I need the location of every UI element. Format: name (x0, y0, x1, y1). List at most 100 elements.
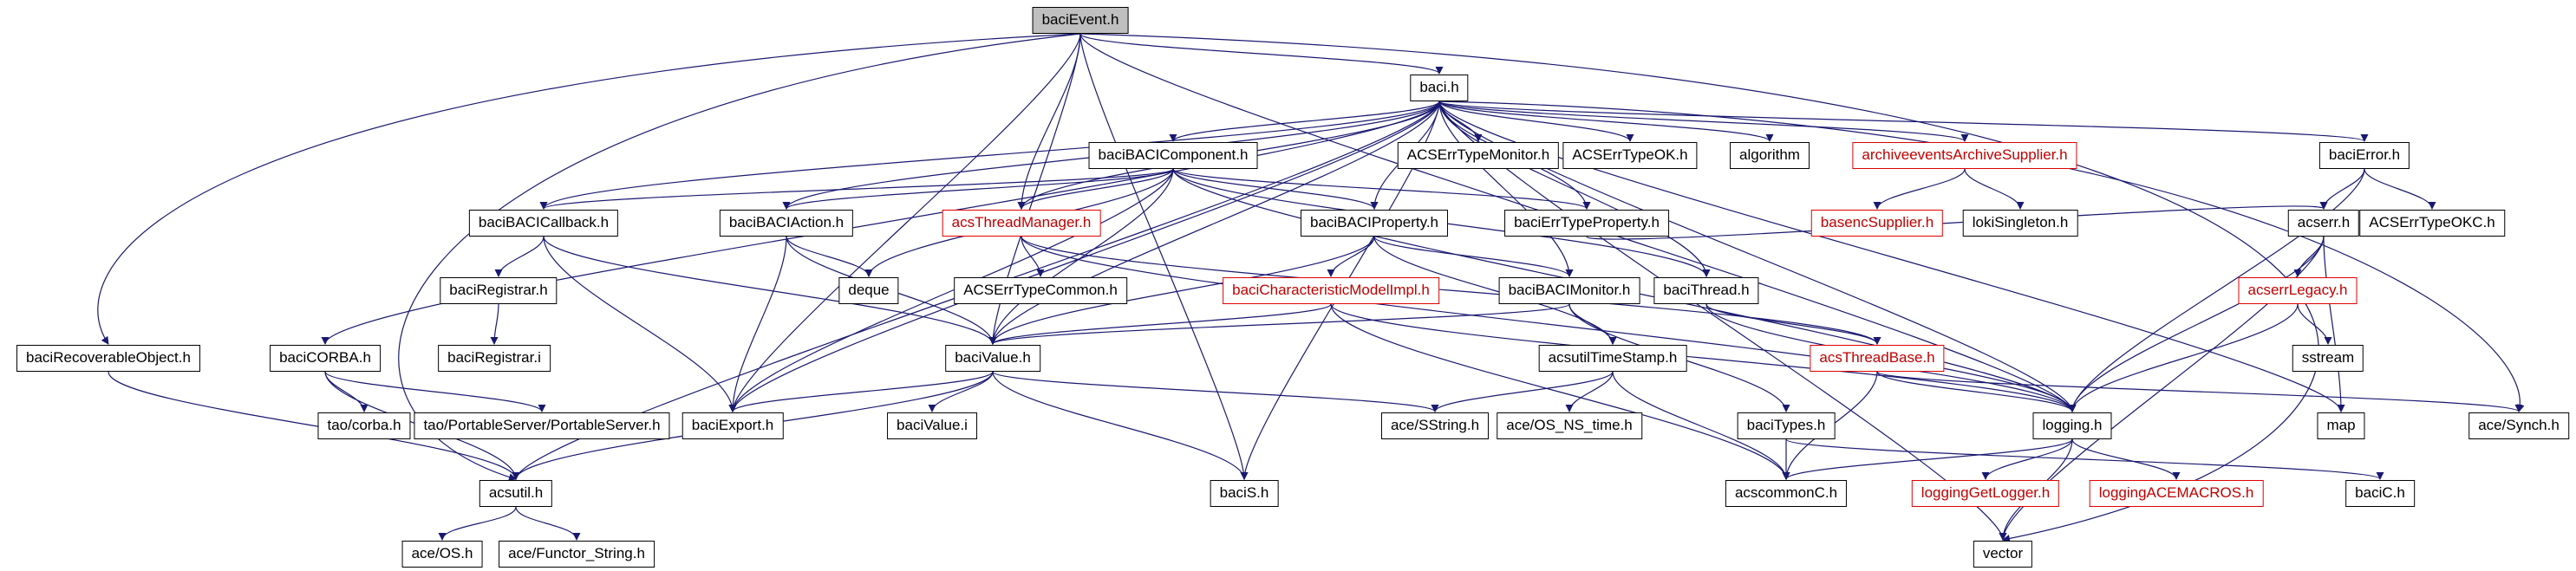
graph-node-baciregistrar-h[interactable]: baciRegistrar.h (440, 277, 558, 304)
graph-node-acserrlegacy-h[interactable]: acserrLegacy.h (2238, 277, 2358, 304)
graph-node-bacivalue-i[interactable]: baciValue.i (887, 412, 977, 439)
graph-node-baciexport-h[interactable]: baciExport.h (681, 412, 784, 439)
graph-node-ace-synch-h[interactable]: ace/Synch.h (2468, 412, 2569, 439)
graph-node-label-bacirecoverableobject-h: baciRecoverableObject.h (26, 349, 191, 366)
graph-node-tao-portableserver-portableserver-h[interactable]: tao/PortableServer/PortableServer.h (414, 412, 670, 439)
graph-node-label-loggingacemacros-h: loggingACEMACROS.h (2098, 484, 2254, 501)
edge-baci-h-to-baciBACICallback-h (539, 101, 1440, 210)
graph-node-ace-os-h[interactable]: ace/OS.h (401, 541, 483, 568)
graph-node-acsthreadmanager-h[interactable]: acsThreadManager.h (942, 210, 1101, 237)
graph-node-acserrtypecommon-h[interactable]: ACSErrTypeCommon.h (954, 277, 1127, 304)
graph-node-logging-h[interactable]: logging.h (2032, 412, 2112, 439)
graph-node-tao-corba-h[interactable]: tao/corba.h (317, 412, 411, 439)
graph-node-label-bacic-h: baciC.h (2355, 484, 2405, 501)
edge-logging-h-to-loggingGetLogger-h (1981, 438, 2073, 480)
graph-node-bacibacimonitor-h[interactable]: baciBACIMonitor.h (1498, 277, 1640, 304)
graph-node-loggingacemacros-h[interactable]: loggingACEMACROS.h (2089, 480, 2264, 507)
graph-node-acserrtypeokc-h[interactable]: ACSErrTypeOKC.h (2359, 210, 2505, 237)
graph-node-label-acserrtypecommon-h: ACSErrTypeCommon.h (963, 282, 1118, 298)
edge-baci-h-to-archiveeventsArchiveSupplier-h (1438, 101, 1969, 142)
graph-node-label-bacivalue-i: baciValue.i (897, 417, 968, 433)
graph-node-acserrtypemonitor-h[interactable]: ACSErrTypeMonitor.h (1397, 142, 1560, 169)
graph-node-bacibaciproperty-h[interactable]: baciBACIProperty.h (1300, 210, 1449, 237)
graph-node-bacierrtypeproperty-h[interactable]: baciErrTypeProperty.h (1504, 210, 1669, 237)
graph-node-bacibaciaction-h[interactable]: baciBACIAction.h (719, 210, 854, 237)
graph-node-map[interactable]: map (2317, 412, 2365, 439)
graph-node-bacicorba-h[interactable]: baciCORBA.h (270, 345, 381, 372)
edge-acserrLegacy-h-to-sstream (2297, 303, 2332, 345)
edge-baciBACIProperty-h-to-baciCharacteristicModelImpl-h (1327, 236, 1375, 277)
graph-node-acsthreadbase-h[interactable]: acsThreadBase.h (1810, 345, 1945, 372)
graph-node-label-acsutil-h: acsutil.h (488, 484, 544, 501)
edge-acsThreadBase-h-to-logging-h (1876, 371, 2077, 412)
graph-node-ace-os-ns-time-h[interactable]: ace/OS_NS_time.h (1497, 412, 1642, 439)
graph-node-bacis-h[interactable]: baciS.h (1210, 480, 1279, 507)
graph-node-bacierror-h[interactable]: baciError.h (2318, 142, 2410, 169)
graph-node-bacibacicomponent-h[interactable]: baciBACIComponent.h (1088, 142, 1258, 169)
graph-node-label-acserr-h: acserr.h (2297, 214, 2351, 230)
graph-node-sstream[interactable]: sstream (2292, 345, 2364, 372)
graph-node-label-bacibacicomponent-h: baciBACIComponent.h (1098, 146, 1249, 163)
graph-node-algorithm[interactable]: algorithm (1730, 142, 1810, 169)
graph-node-label-baci-h: baci.h (1419, 79, 1459, 95)
graph-node-label-bacibacicallback-h: baciBACICallback.h (478, 214, 610, 230)
graph-node-label-tao-portableserver-portableserver-h: tao/PortableServer/PortableServer.h (423, 417, 661, 433)
graph-node-label-deque: deque (848, 282, 890, 298)
graph-node-bacirecoverableobject-h[interactable]: baciRecoverableObject.h (16, 345, 200, 372)
graph-node-vector[interactable]: vector (1973, 541, 2033, 568)
graph-node-label-lokisingleton-h: lokiSingleton.h (1972, 214, 2069, 230)
edge-baciValue-h-to-baciValue-i (928, 371, 994, 412)
edge-baciBACIAction-h-to-deque (786, 236, 873, 277)
graph-node-ace-functor-string-h[interactable]: ace/Functor_String.h (499, 541, 655, 568)
graph-node-bacithread-h[interactable]: baciThread.h (1653, 277, 1759, 304)
edge-baciCharacteristicModelImpl-h-to-acscommonC-h (1330, 303, 1790, 480)
edge-acserr-h-to-logging-h (2068, 236, 2325, 412)
edge-baci-h-to-algorithm (1438, 101, 1774, 142)
edge-baciBACIComponent-h-to-baciBACIAction-h (782, 168, 1174, 210)
graph-node-acserr-h[interactable]: acserr.h (2287, 210, 2360, 237)
edge-baciEvent-h-to-baciRecoverableObject-h (97, 33, 1081, 345)
graph-node-label-archiveeventsarchivesupplier-h: archiveeventsArchiveSupplier.h (1862, 146, 2068, 163)
graph-node-label-acscommonc-h: acscommonC.h (1734, 484, 1838, 501)
graph-node-ace-sstring-h[interactable]: ace/SString.h (1380, 412, 1490, 439)
graph-node-bacibacicallback-h[interactable]: baciBACICallback.h (468, 210, 619, 237)
graph-node-bacitypes-h[interactable]: baciTypes.h (1737, 412, 1836, 439)
edge-baciEvent-h-to-baciS-h (1079, 33, 1249, 480)
graph-node-logginggetlogger-h[interactable]: loggingGetLogger.h (1911, 480, 2060, 507)
graph-node-label-bacierror-h: baciError.h (2328, 146, 2401, 163)
graph-node-label-bacicharacteristicmodelimpl-h: baciCharacteristicModelImpl.h (1232, 282, 1430, 298)
graph-node-deque[interactable]: deque (838, 277, 899, 304)
edge-baciBACIMonitor-h-to-acsutilTimeStamp-h (1568, 303, 1617, 345)
edge-baciValue-h-to-baciExport-h (728, 371, 994, 412)
graph-node-acsutiltimestamp-h[interactable]: acsutilTimeStamp.h (1538, 345, 1687, 372)
graph-node-label-bacitypes-h: baciTypes.h (1746, 417, 1826, 433)
graph-node-baci-h[interactable]: baci.h (1410, 75, 1469, 101)
graph-node-label-bacierrtypeproperty-h: baciErrTypeProperty.h (1514, 214, 1660, 230)
graph-node-label-baciexport-h: baciExport.h (691, 417, 774, 433)
graph-node-archiveeventsarchivesupplier-h[interactable]: archiveeventsArchiveSupplier.h (1852, 142, 2077, 169)
edge-baciBACICallback-h-to-baciRegistrar-h (494, 236, 545, 277)
edge-baci-h-to-baciExport-h (728, 101, 1440, 412)
graph-node-label-acserrlegacy-h: acserrLegacy.h (2247, 282, 2348, 298)
graph-node-label-bacibaciaction-h: baciBACIAction.h (728, 214, 845, 230)
graph-node-label-bacibaciproperty-h: baciBACIProperty.h (1309, 214, 1439, 230)
graph-node-acsutil-h[interactable]: acsutil.h (479, 480, 553, 507)
edge-acsutil-h-to-ace-OS-h (438, 506, 517, 541)
graph-node-label-sstream: sstream (2301, 349, 2355, 366)
graph-node-label-bacicorba-h: baciCORBA.h (279, 349, 371, 366)
graph-node-baciregistrar-i[interactable]: baciRegistrar.i (438, 345, 551, 372)
graph-node-bacivalue-h[interactable]: baciValue.h (945, 345, 1040, 372)
graph-node-bacic-h[interactable]: baciC.h (2345, 480, 2415, 507)
graph-node-label-acsthreadbase-h: acsThreadBase.h (1819, 349, 1935, 366)
graph-node-acserrtypeok-h[interactable]: ACSErrTypeOK.h (1562, 142, 1698, 169)
edge-baciBACIMonitor-h-to-baciValue-h (988, 303, 1570, 345)
edge-baciBACIProperty-h-to-baciBACIMonitor-h (1373, 236, 1574, 277)
graph-node-label-tao-corba-h: tao/corba.h (327, 417, 401, 433)
graph-node-acscommonc-h[interactable]: acscommonC.h (1725, 480, 1848, 507)
graph-node-lokisingleton-h[interactable]: lokiSingleton.h (1962, 210, 2078, 237)
edge-baci-h-to-baciBACIMonitor-h (1438, 101, 1574, 277)
graph-node-bacicharacteristicmodelimpl-h[interactable]: baciCharacteristicModelImpl.h (1223, 277, 1439, 304)
graph-node-label-bacis-h: baciS.h (1219, 484, 1269, 501)
graph-node-label-logginggetlogger-h: loggingGetLogger.h (1921, 484, 2051, 501)
graph-node-basencsupplier-h[interactable]: basencSupplier.h (1810, 210, 1944, 237)
